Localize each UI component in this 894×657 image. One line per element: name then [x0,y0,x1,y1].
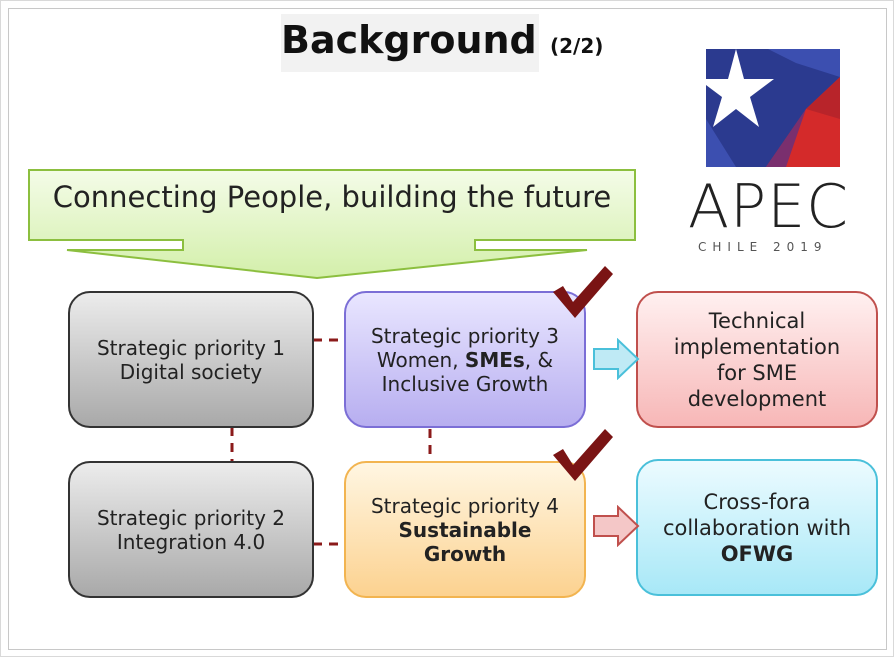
strategic-priority-1-box: Strategic priority 1 Digital society [68,291,314,428]
sp3-line1: Strategic priority 3 [370,323,560,348]
strategic-priority-4-box: Strategic priority 4 Sustainable Growth [344,461,586,598]
cross-line3: OFWG [720,541,794,566]
banner-arrow-icon [28,169,636,280]
sp1-line2: Digital society [119,359,263,384]
sp4-line2: Sustainable [398,517,532,542]
cross-line1: Cross-fora [703,489,811,514]
banner-text: Connecting People, building the future [52,180,612,214]
technical-implementation-box: Technical implementation for SME develop… [636,291,878,428]
cross-line2: collaboration with [662,515,852,540]
sp1-line1: Strategic priority 1 [96,335,286,360]
sp2-line1: Strategic priority 2 [96,505,286,530]
sp3-line2-a: Women, [376,347,465,372]
arrow-right-cyan-icon [593,338,640,380]
arrow-right-red-icon [593,505,640,547]
sp3-line2-c: , & [524,347,554,372]
checkmark-icon [553,266,613,318]
apec-wordmark: APEC [688,172,850,242]
sp3-line2-b: SMEs [464,347,525,372]
apec-subtitle: CHILE 2019 [698,240,828,254]
slide-border [8,8,887,650]
tech-line1: Technical [708,308,806,333]
slide-title: Background (2/2) [281,18,603,62]
sp2-line2: Integration 4.0 [116,529,266,554]
sp4-line3: Growth [423,541,507,566]
sp4-line1: Strategic priority 4 [370,493,560,518]
tech-line3: for SME [716,360,798,385]
cross-fora-box: Cross-fora collaboration with OFWG [636,459,878,596]
sp3-line3: Inclusive Growth [381,371,549,396]
strategic-priority-2-box: Strategic priority 2 Integration 4.0 [68,461,314,598]
title-main: Background [281,18,537,62]
title-background [281,14,539,72]
checkmark-icon [553,429,613,481]
title-suffix: (2/2) [550,34,604,58]
tech-line2: implementation [673,334,841,359]
apec-logo-icon [706,49,840,167]
strategic-priority-3-box: Strategic priority 3 Women, SMEs, & Incl… [344,291,586,428]
tech-line4: development [687,386,827,411]
sp3-line2: Women, SMEs, & [371,348,559,372]
